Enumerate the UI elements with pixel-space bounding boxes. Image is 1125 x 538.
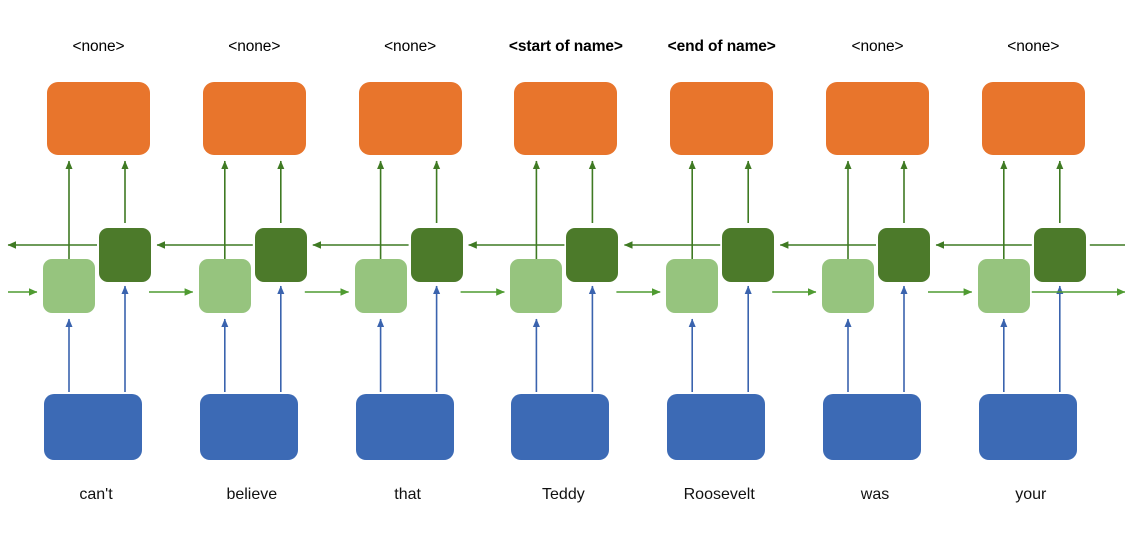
output-label-0: <none> bbox=[72, 38, 125, 55]
output-box-5 bbox=[826, 82, 929, 155]
output-box-2 bbox=[358, 82, 462, 155]
backward-cell-0 bbox=[99, 228, 151, 282]
output-box-1 bbox=[202, 82, 306, 155]
output-label-4: <end of name> bbox=[667, 38, 776, 55]
forward-cell-6 bbox=[977, 259, 1030, 313]
forward-cell-5 bbox=[822, 259, 874, 313]
output-box-4 bbox=[670, 82, 774, 155]
backward-cell-6 bbox=[1033, 228, 1086, 282]
backward-cell-5 bbox=[878, 228, 930, 282]
output-box-6 bbox=[981, 82, 1085, 155]
backward-cell-4 bbox=[722, 228, 775, 282]
backward-cell-1 bbox=[254, 228, 307, 282]
word-label-4: Roosevelt bbox=[683, 486, 755, 503]
output-box-3 bbox=[514, 82, 618, 155]
input-box-1 bbox=[199, 394, 298, 460]
input-box-6 bbox=[978, 394, 1077, 460]
input-box-0 bbox=[44, 394, 142, 460]
word-label-5: was bbox=[860, 486, 890, 503]
backward-cell-2 bbox=[410, 228, 463, 282]
input-box-5 bbox=[823, 394, 921, 460]
output-label-2: <none> bbox=[384, 38, 437, 55]
output-box-0 bbox=[47, 82, 150, 155]
output-label-6: <none> bbox=[1007, 38, 1060, 55]
forward-cell-4 bbox=[666, 259, 719, 313]
forward-cell-1 bbox=[198, 259, 251, 313]
output-label-1: <none> bbox=[228, 38, 281, 55]
forward-cell-3 bbox=[510, 259, 563, 313]
forward-cell-0 bbox=[43, 259, 95, 313]
forward-cell-2 bbox=[354, 259, 407, 313]
backward-cell-3 bbox=[566, 228, 619, 282]
output-label-3: <start of name> bbox=[508, 38, 623, 55]
word-label-0: can't bbox=[79, 486, 113, 503]
input-box-3 bbox=[511, 394, 610, 460]
word-label-1: believe bbox=[226, 486, 278, 503]
input-box-4 bbox=[667, 394, 766, 460]
input-box-2 bbox=[355, 394, 454, 460]
word-label-3: Teddy bbox=[542, 486, 585, 503]
word-label-2: that bbox=[394, 486, 421, 503]
output-label-5: <none> bbox=[851, 38, 904, 55]
word-label-6: your bbox=[1015, 486, 1047, 503]
